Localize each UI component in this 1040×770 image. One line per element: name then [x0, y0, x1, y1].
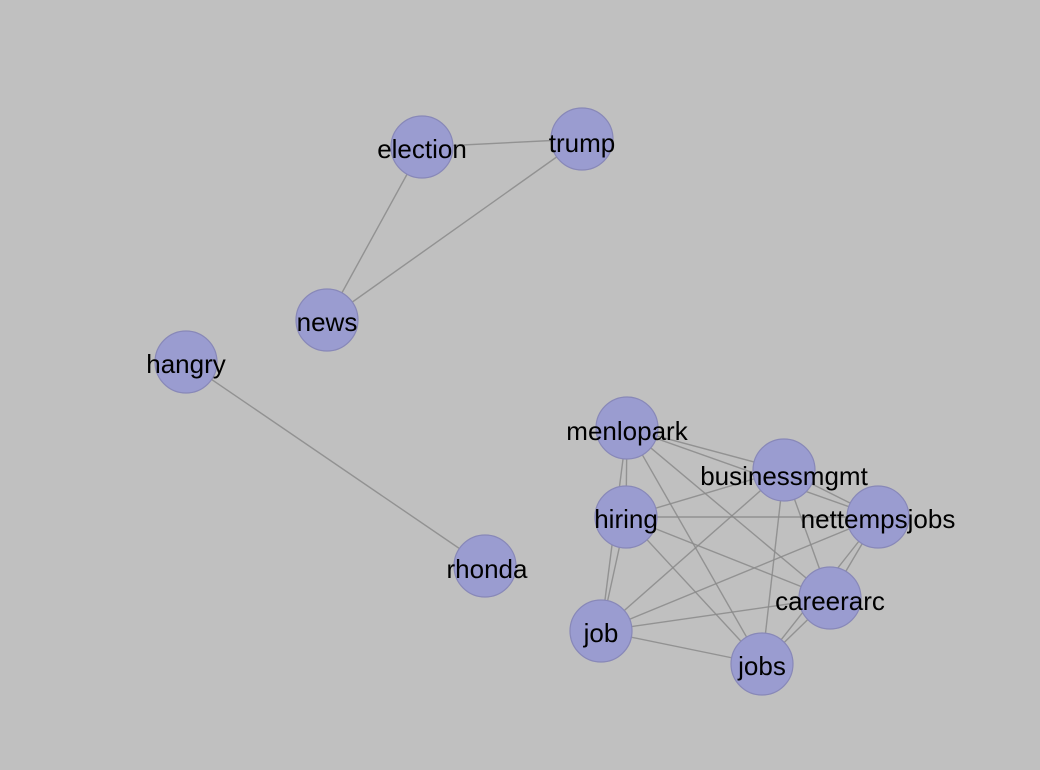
- edge-trump-news: [326, 138, 583, 321]
- node-label: menlopark: [566, 416, 688, 446]
- node-circle[interactable]: [154, 330, 218, 394]
- node-news[interactable]: news: [295, 288, 359, 352]
- node-hangry[interactable]: hangry: [146, 330, 226, 394]
- node-label: hangry: [146, 349, 226, 379]
- node-businessmgmt[interactable]: businessmgmt: [700, 438, 869, 502]
- node-label: news: [297, 307, 358, 337]
- node-job[interactable]: job: [569, 599, 633, 663]
- node-jobs[interactable]: jobs: [730, 632, 794, 696]
- edge-hiring-jobs: [625, 516, 763, 665]
- edge-businessmgmt-job: [600, 469, 785, 632]
- edge-careerarc-job: [600, 597, 831, 632]
- node-label: hiring: [594, 504, 658, 534]
- node-circle[interactable]: [595, 396, 659, 460]
- node-label: rhonda: [447, 554, 528, 584]
- node-circle[interactable]: [295, 288, 359, 352]
- node-circle[interactable]: [730, 632, 794, 696]
- edge-nettempsjobs-job: [600, 516, 879, 632]
- node-careerarc[interactable]: careerarc: [775, 566, 885, 630]
- node-circle[interactable]: [453, 534, 517, 598]
- node-circle[interactable]: [569, 599, 633, 663]
- node-label: nettempsjobs: [801, 504, 956, 534]
- edge-menlopark-jobs: [626, 427, 763, 665]
- node-trump[interactable]: trump: [549, 107, 615, 171]
- nodes-layer: election trump news hangry rhonda menlopark bu…: [146, 107, 956, 696]
- node-circle[interactable]: [550, 107, 614, 171]
- node-election[interactable]: election: [377, 115, 467, 179]
- node-circle[interactable]: [594, 485, 658, 549]
- node-circle[interactable]: [752, 438, 816, 502]
- node-label: trump: [549, 128, 615, 158]
- node-nettempsjobs[interactable]: nettempsjobs: [801, 485, 956, 549]
- node-label: businessmgmt: [700, 461, 868, 491]
- node-circle[interactable]: [798, 566, 862, 630]
- node-circle[interactable]: [846, 485, 910, 549]
- node-hiring[interactable]: hiring: [594, 485, 658, 549]
- edge-election-news: [326, 146, 423, 321]
- node-label: job: [583, 618, 619, 648]
- node-menlopark[interactable]: menlopark: [566, 396, 689, 460]
- node-circle[interactable]: [390, 115, 454, 179]
- edge-businessmgmt-jobs: [761, 469, 785, 665]
- node-rhonda[interactable]: rhonda: [447, 534, 528, 598]
- node-label: careerarc: [775, 586, 885, 616]
- edge-hiring-careerarc: [625, 516, 831, 599]
- edge-hangry-rhonda: [185, 361, 486, 567]
- node-label: jobs: [737, 651, 786, 681]
- node-label: election: [377, 134, 467, 164]
- edge-menlopark-careerarc: [626, 427, 831, 599]
